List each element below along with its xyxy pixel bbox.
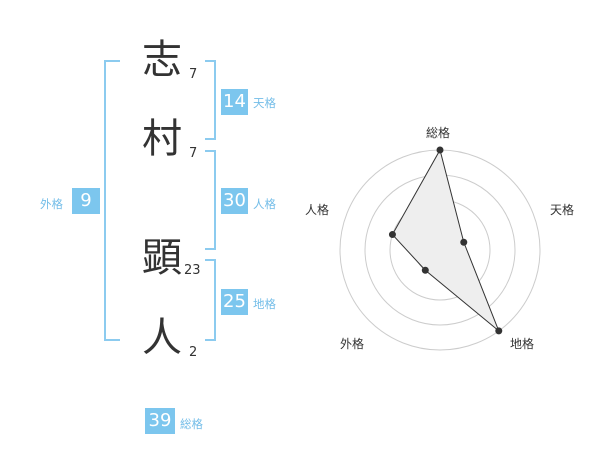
gaikaku-label: 外格	[40, 197, 63, 211]
chikaku-value: 25	[221, 289, 248, 315]
name-char-2: 村	[142, 116, 182, 162]
radar-axis-label-jinkaku: 人格	[305, 203, 330, 217]
radar-axis-label-chikaku: 地格	[510, 337, 535, 351]
stroke-count-1: 7	[189, 67, 198, 82]
radar-point-2	[495, 327, 503, 335]
chikaku-label: 地格	[253, 297, 276, 311]
radar-axis-label-gaikaku: 外格	[340, 337, 365, 351]
tenkaku-label: 天格	[253, 96, 276, 110]
radar-point-0	[436, 146, 444, 154]
name-char-3: 顕	[142, 235, 182, 281]
jinkaku-label: 人格	[253, 197, 276, 211]
tenkaku-value: 14	[221, 89, 248, 115]
name-char-1: 志	[142, 37, 182, 83]
soukaku-value: 39	[145, 408, 175, 434]
stroke-count-4: 2	[189, 345, 198, 360]
radar-area	[391, 148, 500, 332]
radar-axis-label-tenkaku: 天格	[550, 203, 575, 217]
radar-axis-label-soukaku: 総格	[426, 126, 451, 140]
radar-point-4	[388, 231, 396, 239]
stroke-count-2: 7	[189, 146, 198, 161]
stroke-count-3: 23	[184, 263, 201, 278]
gaikaku-value: 9	[72, 188, 100, 214]
radar-point-3	[421, 266, 429, 274]
jinkaku-value: 30	[221, 188, 248, 214]
name-char-4: 人	[142, 315, 182, 361]
soukaku-label: 総格	[180, 417, 203, 431]
radar-point-1	[460, 238, 468, 246]
